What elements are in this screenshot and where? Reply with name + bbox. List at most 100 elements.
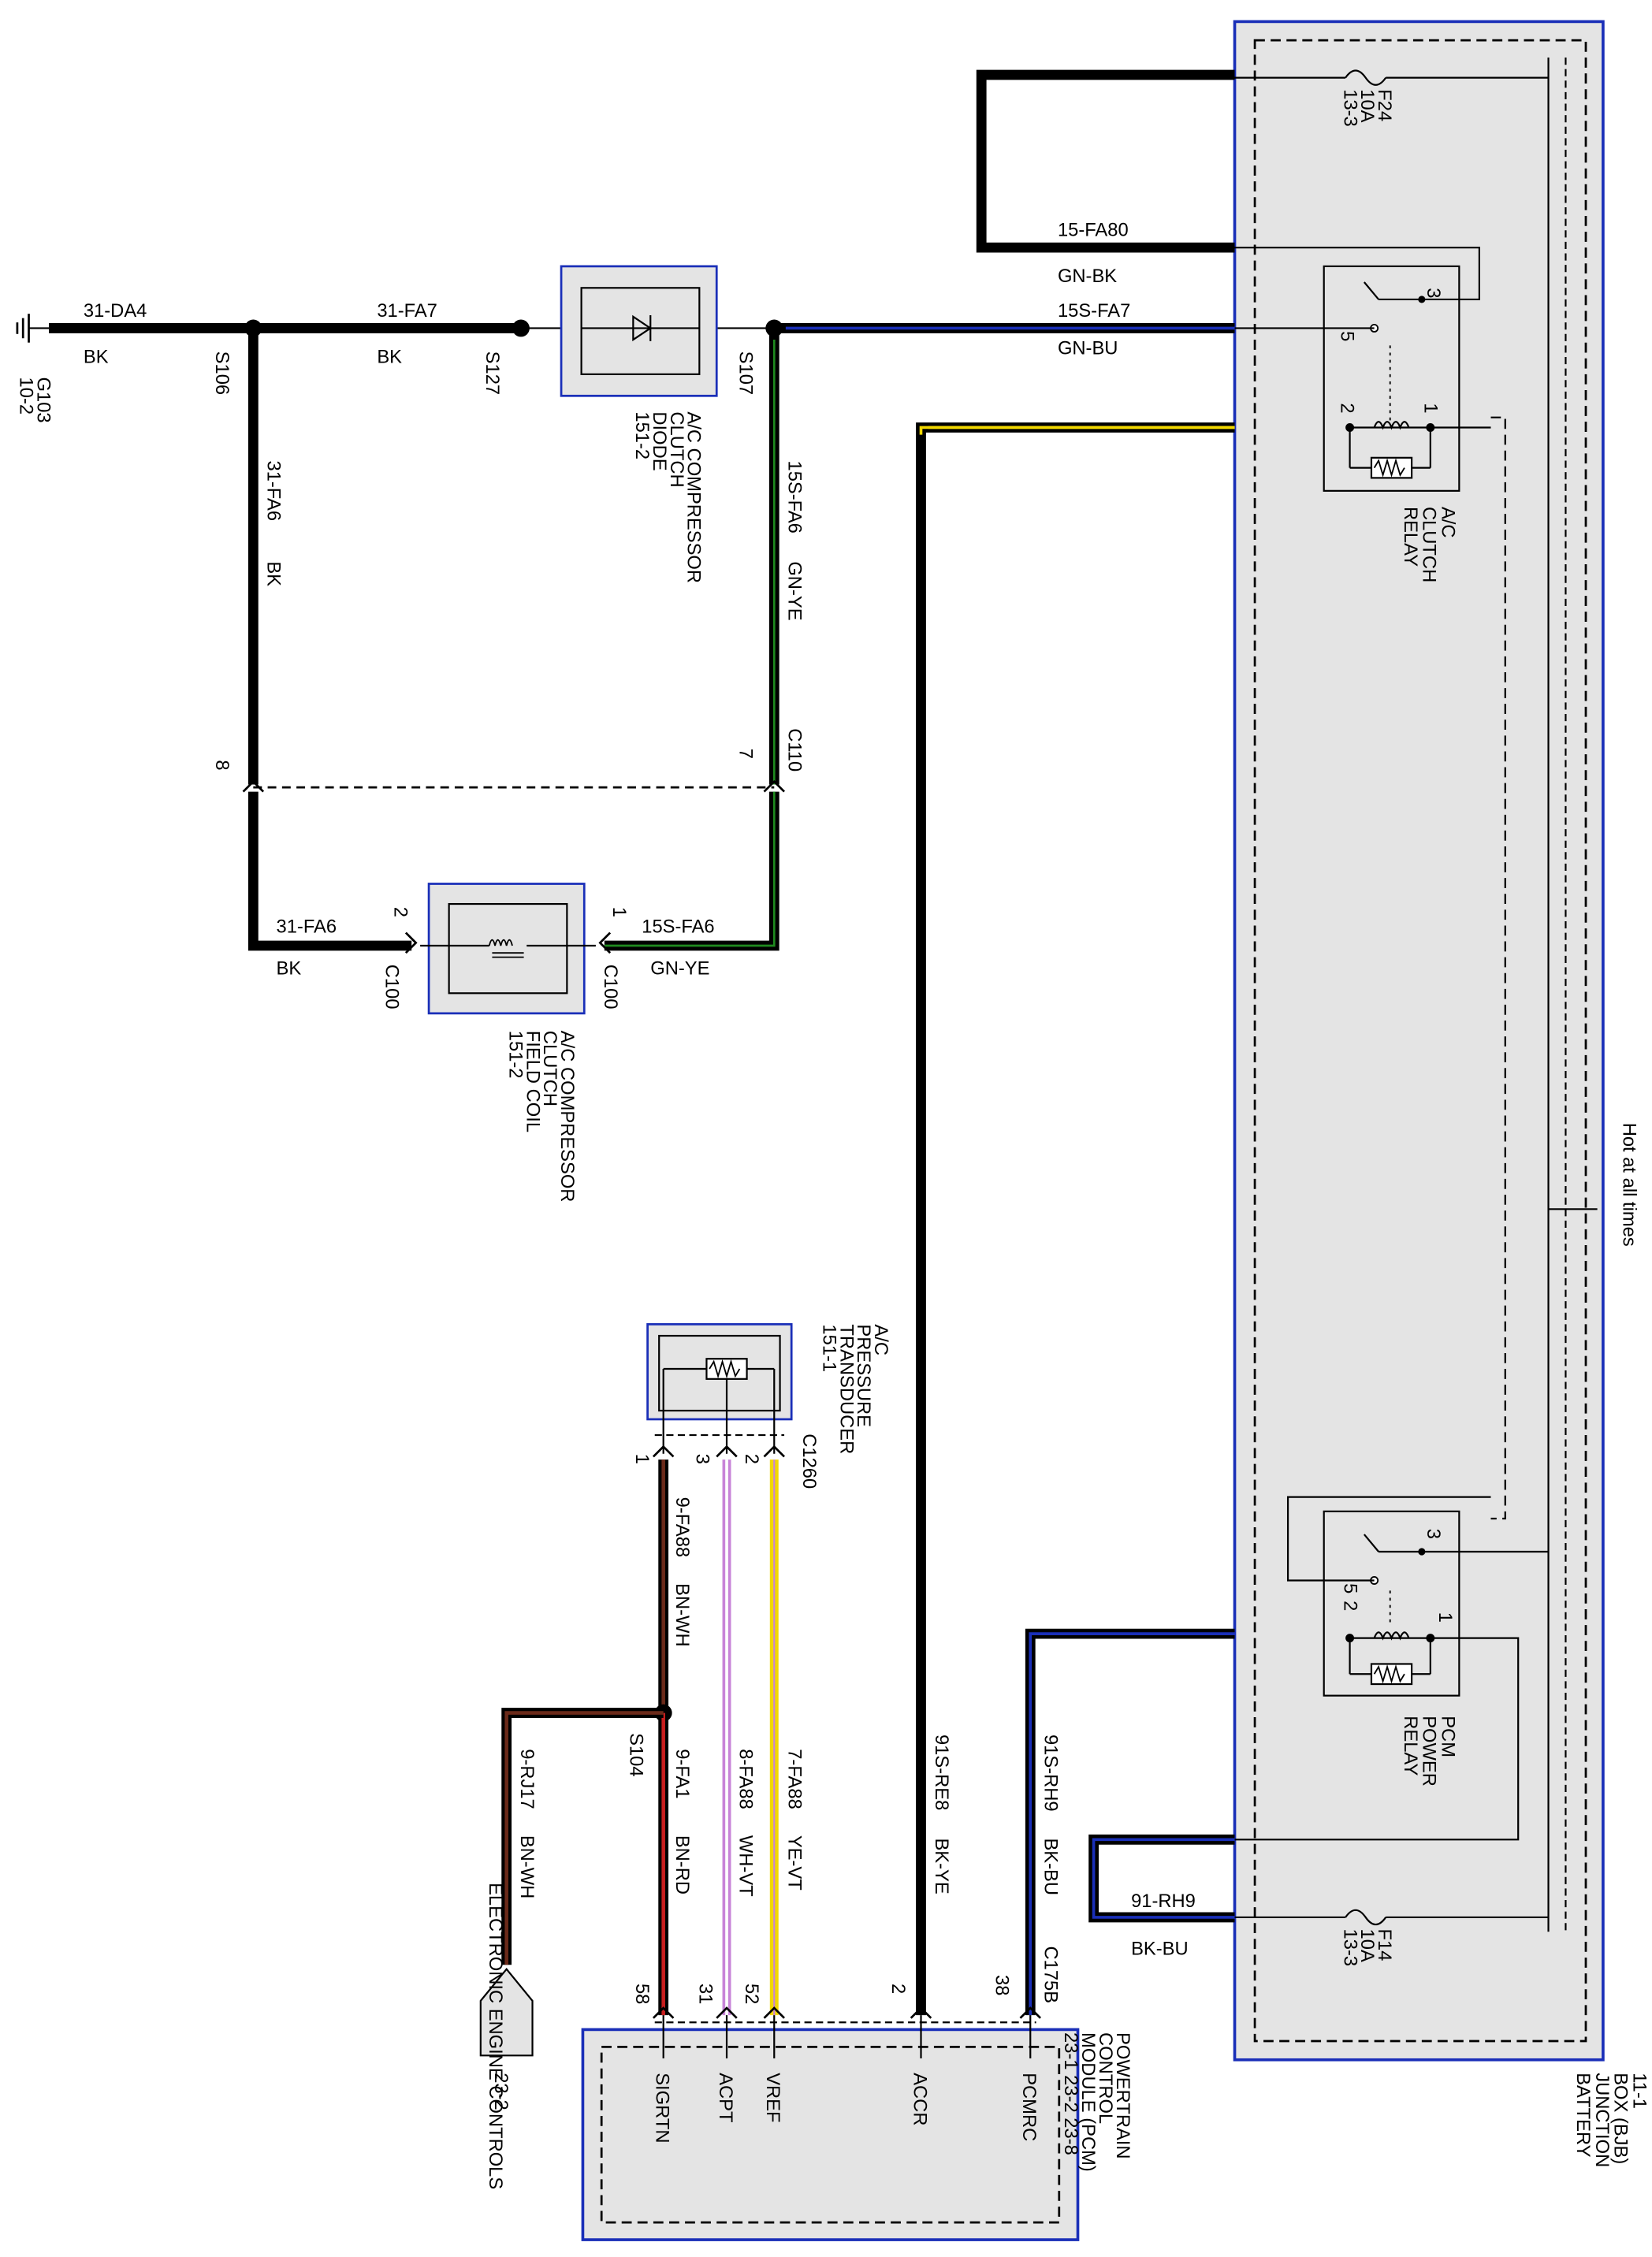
fuse-f14 — [1234, 1909, 1549, 1926]
pcm-relay-pin-3: 3 — [1423, 1529, 1443, 1539]
ground-symbol-icon — [16, 314, 50, 343]
diode-title-2: CLUTCH — [666, 411, 686, 487]
pcm-title-1: POWERTRAIN — [1112, 2032, 1133, 2158]
pcm-terminal-vref: VREF — [762, 2073, 783, 2122]
splice-s127-label: S127 — [482, 351, 502, 395]
wire-91-rh9-color: BK-BU — [1131, 1939, 1189, 1959]
fuse-f24-ref: 13-3 — [1339, 89, 1360, 127]
pcm-power-relay — [1234, 1496, 1549, 1841]
wire-31-fa6-h-circuit: 31-FA6 — [277, 917, 337, 938]
wire-31-fa6-v-color: BK — [263, 561, 284, 586]
wire-91s-re8-color: BK-YE — [931, 1838, 951, 1894]
pcm-title-3: MODULE (PCM) — [1077, 2032, 1098, 2172]
wire-7-fa88-circuit: 7-FA88 — [784, 1749, 805, 1809]
pcm-pin-2: 2 — [887, 1984, 908, 1994]
wire-91-rh9 — [1088, 1834, 1235, 1923]
ac-relay-pin-2: 2 — [1337, 403, 1357, 413]
ac-clutch-relay — [1234, 247, 1506, 1520]
pcm-pin-31: 31 — [694, 1984, 715, 2004]
pcm-terminal-acpt: ACPT — [715, 2073, 735, 2122]
wire-91s-rh9-color: BK-BU — [1040, 1838, 1061, 1895]
ac-compressor-clutch-field-coil — [404, 883, 612, 1015]
field-coil-title-3: FIELD COIL — [522, 1031, 542, 1132]
wire-15-fa80-color: GN-BK — [1058, 266, 1117, 287]
diode-title-3: DIODE — [649, 411, 669, 470]
wire-15s-fa6-h-circuit: 15S-FA6 — [642, 917, 714, 938]
wire-91-rh9-circuit: 91-RH9 — [1131, 1891, 1196, 1912]
bjb-title-3: BOX (BJB) — [1610, 2073, 1631, 2164]
pcm-terminal-sigrtn: SIGRTN — [652, 2073, 672, 2143]
eec-label: ELECTRONIC ENGINE CONTROLS — [485, 1883, 505, 2189]
c110-pin-8: 8 — [211, 760, 232, 770]
wire-91s-rh9 — [1025, 1628, 1235, 2016]
transducer-connector: C1260 — [798, 1433, 819, 1489]
pcm-relay-title-3: RELAY — [1400, 1716, 1420, 1775]
wire-8-fa88-circuit: 8-FA88 — [735, 1749, 755, 1809]
wire-91s-re8 — [916, 422, 1235, 2016]
fuse-f24-name: F24 — [1374, 89, 1394, 121]
ac-relay-title-2: CLUTCH — [1419, 507, 1439, 582]
field-coil-title-2: CLUTCH — [539, 1031, 560, 1106]
wire-9-fa1-color: BN-RD — [672, 1835, 692, 1894]
diode-title-4: 151-2 — [631, 411, 652, 459]
wire-9-rj17 — [501, 1708, 664, 1965]
off-page-connector-icon — [479, 1967, 534, 2057]
ac-relay-title-3: RELAY — [1400, 507, 1420, 567]
field-coil-pin-2: 2 — [389, 907, 410, 917]
pcm-relay-pin-2: 2 — [1339, 1601, 1360, 1611]
wire-15s-fa7-color: GN-BU — [1058, 338, 1118, 359]
pcm-terminal-pcmrc: PCMRC — [1018, 2073, 1039, 2141]
pcm-pin-38: 38 — [991, 1975, 1011, 1995]
wire-15s-fa7-circuit: 15S-FA7 — [1058, 301, 1130, 322]
pcm-pin-52: 52 — [741, 1984, 761, 2004]
fuse-f24-rating: 10A — [1356, 89, 1377, 122]
field-coil-title-4: 151-2 — [504, 1031, 525, 1079]
powertrain-control-module — [581, 2006, 1080, 2241]
wire-31-fa7-circuit: 31-FA7 — [377, 301, 437, 322]
wire-31-da4-circuit: 31-DA4 — [84, 301, 147, 322]
wire-15s-fa6-v-circuit: 15S-FA6 — [784, 460, 805, 533]
pcm-pin-58: 58 — [631, 1984, 652, 2004]
ac-relay-pin-3: 3 — [1423, 288, 1443, 298]
wire-9-rj17-color: BN-WH — [516, 1835, 537, 1898]
splice-s106-label: S106 — [211, 351, 232, 395]
ground-label: G103 — [32, 377, 53, 423]
pcm-title-2: CONTROL — [1095, 2032, 1115, 2124]
c110-label: C110 — [784, 728, 805, 772]
bjb-title-4: 11-1 — [1628, 2073, 1649, 2109]
wire-31-fa7-color: BK — [377, 347, 402, 367]
c110-pin-7: 7 — [735, 749, 755, 759]
transducer-title-1: A/C — [870, 1324, 891, 1355]
wire-15s-fa6-horizontal — [604, 791, 779, 951]
transducer-pin-2: 2 — [741, 1454, 761, 1464]
wire-31-fa6-v-circuit: 31-FA6 — [263, 460, 284, 521]
splice-s106 — [244, 319, 262, 337]
wire-7-fa88-color: YE-VT — [784, 1835, 805, 1891]
wire-9-fa88-circuit: 9-FA88 — [672, 1497, 692, 1558]
eec-ref: 23-2 — [490, 2073, 511, 2110]
fuse-f14-rating: 10A — [1356, 1929, 1377, 1962]
field-coil-conn-right: C100 — [600, 965, 620, 1010]
pcm-terminal-accr: ACCR — [909, 2073, 929, 2125]
field-coil-conn-left: C100 — [381, 965, 401, 1010]
ac-compressor-clutch-diode — [560, 265, 718, 397]
transducer-title-2: PRESSURE — [853, 1324, 873, 1427]
splice-s127 — [512, 319, 530, 337]
wire-91s-re8-circuit: 91S-RE8 — [931, 1735, 951, 1810]
fuse-f14-name: F14 — [1374, 1929, 1394, 1961]
transducer-title-4: 151-1 — [818, 1324, 839, 1372]
field-coil-pin-1: 1 — [608, 907, 629, 917]
pcm-title-4: 23-1 23-2 23-8 — [1060, 2032, 1081, 2155]
bjb-title-2: JUNCTION — [1591, 2073, 1612, 2167]
transducer-pin-1: 1 — [631, 1454, 652, 1464]
fuse-f24 — [1234, 69, 1549, 86]
ac-pressure-transducer — [646, 1323, 793, 1458]
connector-c110 — [242, 779, 786, 793]
transducer-pin-3: 3 — [692, 1454, 713, 1464]
bjb-title-1: BATTERY — [1572, 2073, 1593, 2157]
wire-9-fa88-color: BN-WH — [672, 1583, 692, 1646]
wire-15-fa80-circuit: 15-FA80 — [1058, 221, 1129, 241]
ac-relay-pin-1: 1 — [1420, 403, 1441, 413]
wire-15s-fa6-v-color: GN-YE — [784, 561, 805, 620]
